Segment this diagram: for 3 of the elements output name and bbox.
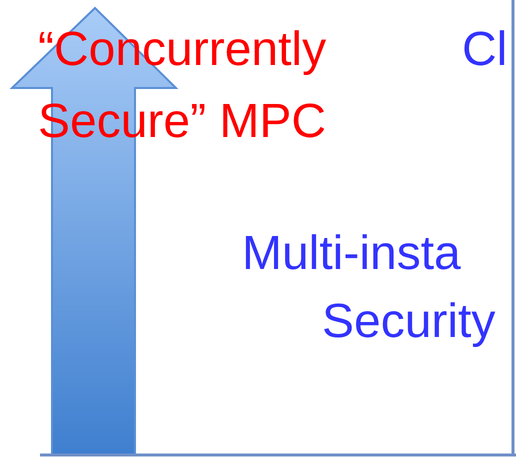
slide-text: Multi-insta [242,226,461,282]
slide-text: Security [322,294,496,350]
slide-text: Cl [462,22,508,78]
